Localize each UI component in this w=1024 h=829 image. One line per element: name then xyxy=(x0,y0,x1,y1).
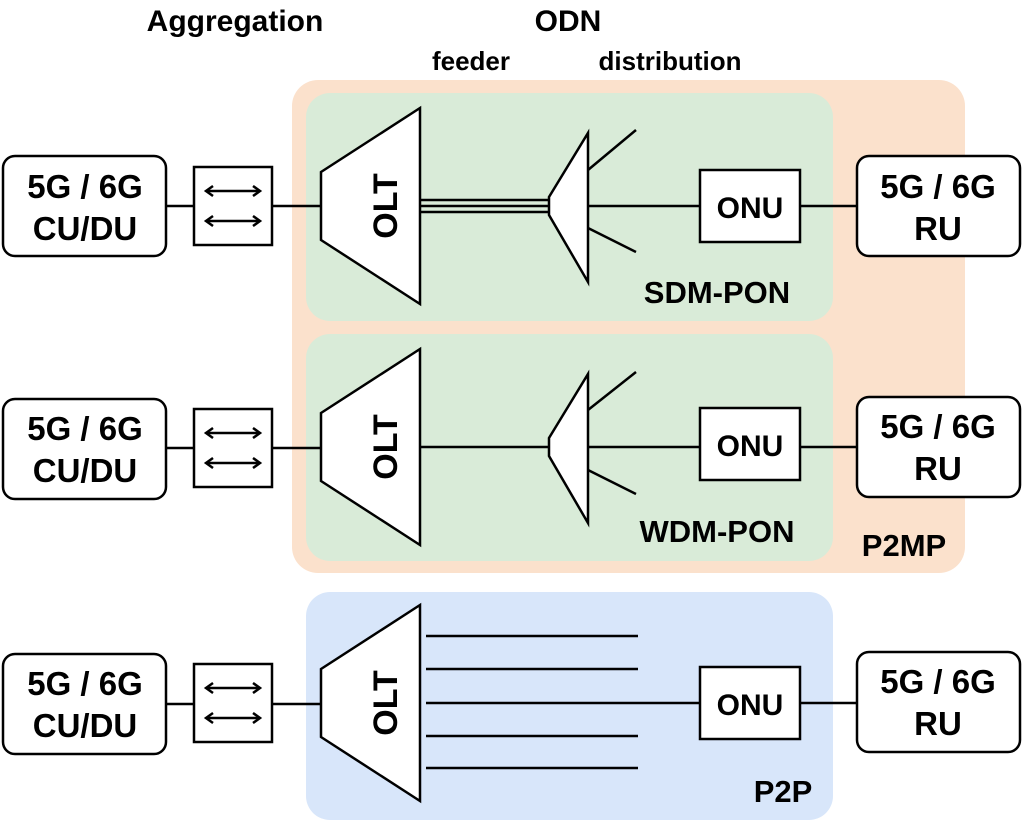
onu-box xyxy=(698,665,802,741)
odn-label: ODN xyxy=(535,5,602,38)
aggregation-switch xyxy=(192,165,274,247)
ru-line2: RU xyxy=(914,210,962,247)
onu-box xyxy=(698,406,802,482)
wdm-pon-label: WDM-PON xyxy=(640,514,795,549)
sdm-pon-label: SDM-PON xyxy=(644,275,790,310)
aggregation-switch xyxy=(192,662,274,744)
sdm-pon-row: 5G / 6G CU/DU OLT ONU 5G / 6G RU SDM-PON xyxy=(1,105,1022,310)
cu-du-line1: 5G / 6G xyxy=(27,410,143,447)
p2p-row: 5G / 6G CU/DU OLT ONU 5G / 6G RU P2P xyxy=(1,602,1022,809)
cu-du-line1: 5G / 6G xyxy=(27,665,143,702)
bidirectional-arrow-icon xyxy=(203,426,263,470)
cu-du-line2: CU/DU xyxy=(33,452,138,489)
onu-label: ONU xyxy=(717,430,784,463)
olt-trapezoid xyxy=(319,346,422,548)
onu-box xyxy=(698,168,802,244)
feeder-label: feeder xyxy=(432,46,510,76)
distribution-label: distribution xyxy=(599,46,742,76)
p2p-region xyxy=(306,592,833,820)
onu-label: ONU xyxy=(717,192,784,225)
ru-line1: 5G / 6G xyxy=(880,663,996,700)
ru-box xyxy=(855,395,1022,499)
bidirectional-arrow-icon xyxy=(203,681,263,725)
olt-label: OLT xyxy=(367,414,405,480)
splitter xyxy=(547,369,590,528)
aggregation-label: Aggregation xyxy=(147,5,324,38)
ru-line2: RU xyxy=(914,450,962,487)
ru-box xyxy=(855,154,1022,258)
bidirectional-arrow-icon xyxy=(203,184,263,228)
olt-label: OLT xyxy=(367,173,405,239)
wdm-pon-row: 5G / 6G CU/DU OLT ONU 5G / 6G RU WDM-PON… xyxy=(1,346,1022,563)
olt-label: OLT xyxy=(367,670,405,736)
olt-trapezoid xyxy=(319,105,422,307)
ru-line2: RU xyxy=(914,705,962,742)
splitter xyxy=(547,128,590,287)
aggregation-switch xyxy=(192,407,274,489)
ru-box xyxy=(855,650,1022,754)
cu-du-line1: 5G / 6G xyxy=(27,168,143,205)
onu-label: ONU xyxy=(717,689,784,722)
ru-line1: 5G / 6G xyxy=(880,408,996,445)
p2mp-label: P2MP xyxy=(862,528,946,563)
cu-du-line2: CU/DU xyxy=(33,210,138,247)
cu-du-line2: CU/DU xyxy=(33,707,138,744)
olt-trapezoid xyxy=(319,602,422,804)
p2p-label: P2P xyxy=(754,774,813,809)
ru-line1: 5G / 6G xyxy=(880,168,996,205)
